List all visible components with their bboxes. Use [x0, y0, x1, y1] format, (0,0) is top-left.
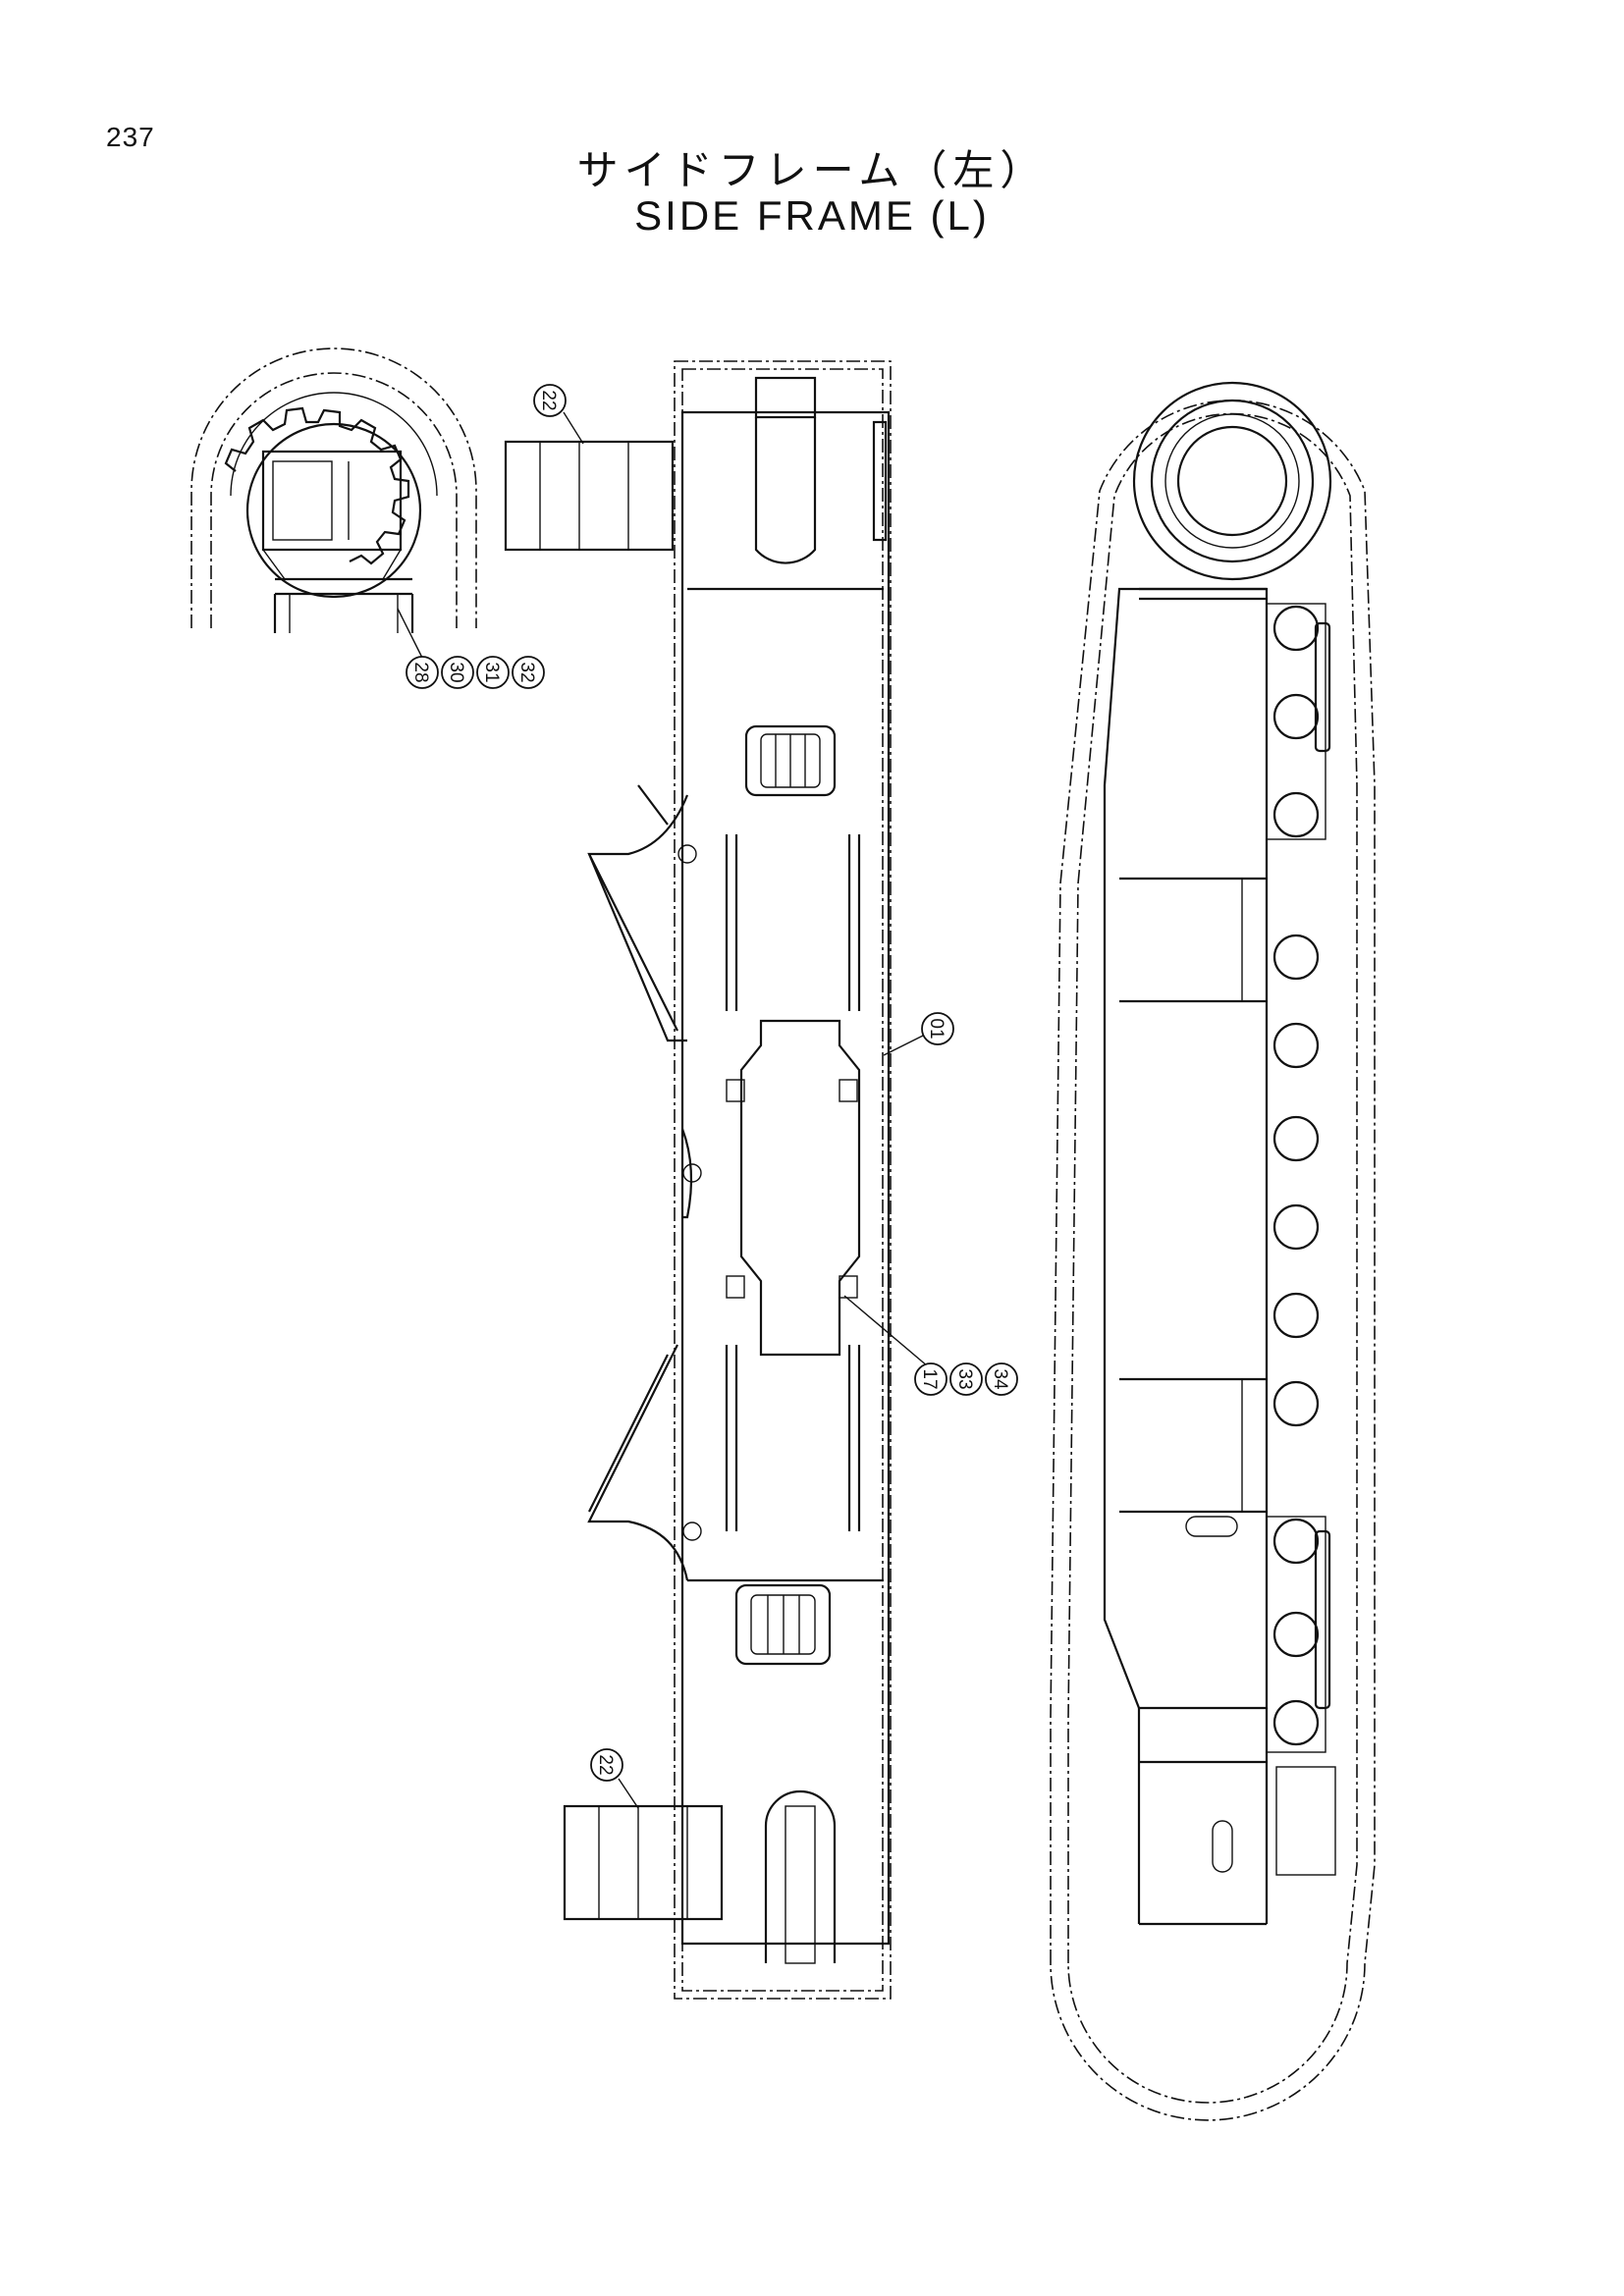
sprocket-detail-view — [190, 347, 477, 659]
page-number: 237 — [106, 122, 155, 152]
svg-text:22: 22 — [538, 390, 559, 410]
callout-22-top: 22 — [533, 384, 584, 445]
svg-text:30: 30 — [446, 662, 466, 682]
callout-01: 01 — [883, 1012, 954, 1056]
svg-text:17: 17 — [919, 1368, 940, 1389]
svg-text:34: 34 — [990, 1368, 1010, 1390]
callout-17: 17 — [843, 1295, 947, 1396]
title-english: SIDE FRAME (L) — [634, 192, 990, 239]
callout-22-bottom: 22 — [590, 1748, 639, 1809]
callout-31: 31 — [476, 656, 510, 689]
svg-text:33: 33 — [954, 1368, 975, 1389]
svg-text:28: 28 — [410, 662, 431, 682]
callout-28: 28 — [406, 656, 439, 689]
side-frame-plan-view — [504, 360, 892, 2000]
svg-text:32: 32 — [516, 662, 537, 682]
side-frame-elevation-view — [1050, 381, 1376, 2121]
svg-text:22: 22 — [595, 1754, 616, 1775]
callout-30: 30 — [441, 656, 474, 689]
svg-text:01: 01 — [926, 1018, 947, 1039]
callout-34: 34 — [985, 1362, 1018, 1396]
title-japanese: サイドフレーム（左） — [576, 146, 1048, 194]
callout-32: 32 — [512, 656, 545, 689]
svg-text:31: 31 — [481, 662, 502, 682]
callout-33: 33 — [949, 1362, 983, 1396]
